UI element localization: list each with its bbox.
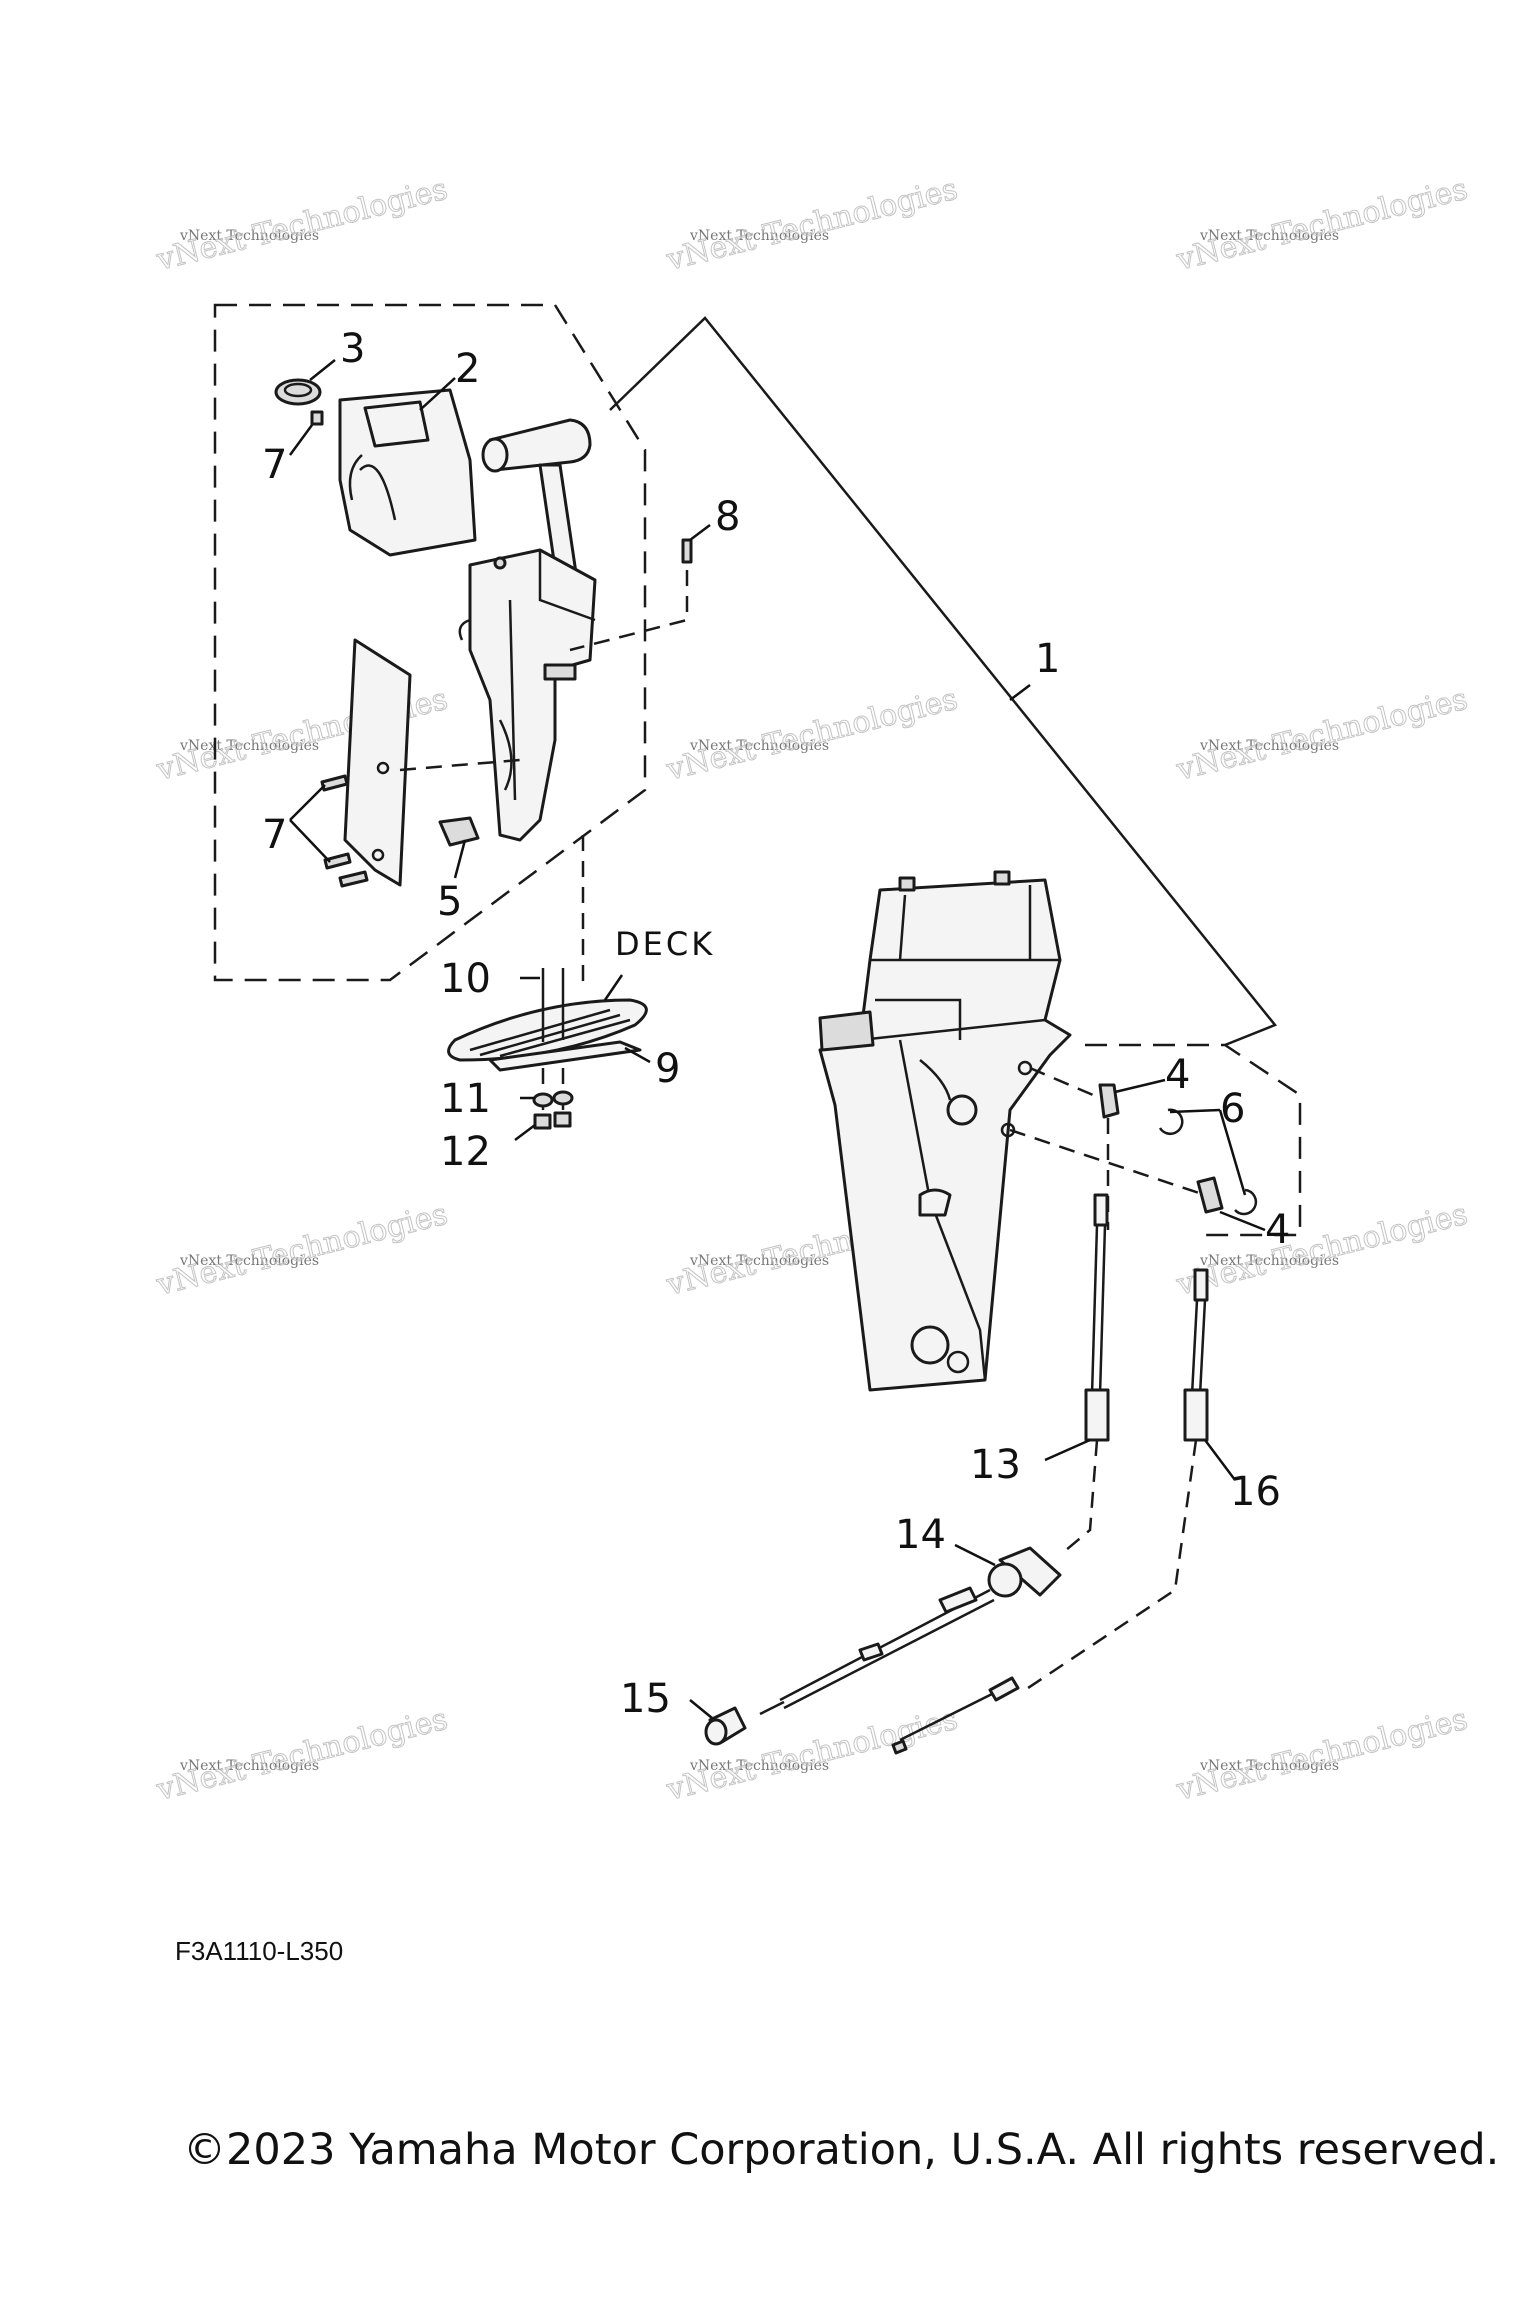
callout-4: 4 <box>1265 1207 1290 1253</box>
cable-16-part <box>1183 1268 1209 1442</box>
nut-part <box>533 1113 552 1130</box>
watermark: vNext Technologies vNext Technologies <box>152 171 452 278</box>
control-box-part <box>458 548 597 842</box>
callout-8: 8 <box>715 494 740 540</box>
cover-part <box>338 388 477 557</box>
control-housing-part <box>818 870 1072 1392</box>
svg-text:vNext Technologies: vNext Technologies <box>662 682 961 788</box>
deck-label: DECK <box>615 925 715 963</box>
watermark: vNext Technologies vNext Technologies <box>152 1701 452 1808</box>
end-cap-face <box>704 1718 728 1746</box>
upper-assembly-boundary <box>213 303 647 982</box>
inner-cable-line <box>899 1692 993 1742</box>
callout-7: 7 <box>262 442 287 488</box>
svg-text:vNext Technologies: vNext Technologies <box>1199 228 1339 244</box>
cable-13-part <box>1084 1193 1110 1442</box>
callout-leaders <box>288 359 1266 1719</box>
fitting-14-part <box>759 1546 1062 1716</box>
plate-hole <box>371 848 385 862</box>
callout-10: 10 <box>440 956 491 1002</box>
guide-line <box>569 570 689 652</box>
svg-text:vNext Technologies: vNext Technologies <box>689 1758 829 1774</box>
watermark: vNext Technologies vNext Technologies <box>662 171 962 278</box>
callout-11: 11 <box>440 1076 491 1122</box>
callout-9: 9 <box>655 1046 680 1092</box>
callout-16: 16 <box>1230 1469 1281 1515</box>
joint-part <box>1098 1083 1120 1119</box>
inner-cable-16 <box>988 1676 1020 1702</box>
side-plate-part <box>343 638 412 887</box>
callout-3: 3 <box>340 326 365 372</box>
watermark: vNext Technologies vNext Technologies <box>662 1701 962 1808</box>
callout-12: 12 <box>440 1129 491 1175</box>
svg-text:vNext Technologies: vNext Technologies <box>689 228 829 244</box>
washer-part <box>532 1092 554 1108</box>
callout-2: 2 <box>455 346 480 392</box>
guide-line <box>399 758 521 772</box>
callout-5: 5 <box>437 879 462 925</box>
watermark: vNext Technologies vNext Technologies <box>152 1196 452 1303</box>
clip-part <box>1234 1188 1258 1216</box>
switch-part <box>438 816 480 847</box>
washer-part <box>552 1090 574 1106</box>
callout-6: 6 <box>1220 1086 1245 1132</box>
watermark: vNext Technologies vNext Technologies <box>1172 681 1472 788</box>
svg-text:vNext Technologies: vNext Technologies <box>689 1253 829 1269</box>
callout-14: 14 <box>895 1512 946 1558</box>
svg-text:vNext Technologies: vNext Technologies <box>1172 682 1471 788</box>
guide-line <box>1024 1439 1198 1692</box>
cap-inner <box>283 382 313 398</box>
clip-part <box>1158 1108 1184 1135</box>
callout-1: 1 <box>1035 636 1060 682</box>
svg-text:vNext Technologies: vNext Technologies <box>1172 1702 1471 1808</box>
svg-text:vNext Technologies: vNext Technologies <box>179 1758 319 1774</box>
copyright-notice: ©2023 Yamaha Motor Corporation, U.S.A. A… <box>183 2125 1499 2175</box>
callout-13: 13 <box>970 1442 1021 1488</box>
svg-text:vNext Technologies: vNext Technologies <box>1172 1197 1471 1303</box>
nut-part <box>553 1111 572 1128</box>
svg-text:vNext Technologies: vNext Technologies <box>152 1197 451 1303</box>
callout-15: 15 <box>620 1676 671 1722</box>
svg-text:vNext Technologies: vNext Technologies <box>662 1702 961 1808</box>
cable-end <box>891 1739 908 1755</box>
svg-text:vNext Technologies: vNext Technologies <box>1199 1758 1339 1774</box>
callout-4: 4 <box>1165 1052 1190 1098</box>
callout-7: 7 <box>262 812 287 858</box>
figure-code: F3A1110-L350 <box>175 1936 343 1966</box>
screw-part <box>310 410 324 426</box>
guide-line <box>1059 1439 1099 1556</box>
watermark: vNext Technologies vNext Technologies <box>1172 171 1472 278</box>
screw-8-part <box>681 538 693 564</box>
svg-text:vNext Technologies: vNext Technologies <box>689 738 829 754</box>
svg-text:vNext Technologies: vNext Technologies <box>152 1702 451 1808</box>
svg-text:vNext Technologies: vNext Technologies <box>662 172 961 278</box>
watermark: vNext Technologies vNext Technologies <box>662 681 962 788</box>
screw-part <box>320 774 349 792</box>
svg-text:vNext Technologies: vNext Technologies <box>179 1253 319 1269</box>
callout-1-leader <box>1009 684 1031 701</box>
watermark: vNext Technologies vNext Technologies <box>1172 1196 1472 1303</box>
svg-text:vNext Technologies: vNext Technologies <box>152 172 451 278</box>
svg-text:vNext Technologies: vNext Technologies <box>179 228 319 244</box>
screw-part <box>338 870 369 888</box>
svg-text:vNext Technologies: vNext Technologies <box>1199 738 1339 754</box>
plate-hole <box>376 761 390 775</box>
deck-section <box>447 974 648 1072</box>
watermark: vNext Technologies vNext Technologies <box>1172 1701 1472 1808</box>
svg-text:vNext Technologies: vNext Technologies <box>1172 172 1471 278</box>
joint-part <box>1196 1176 1224 1214</box>
screw-part <box>323 852 352 870</box>
assembly-bracket-line <box>609 316 1278 1047</box>
svg-text:vNext Technologies: vNext Technologies <box>1199 1253 1339 1269</box>
